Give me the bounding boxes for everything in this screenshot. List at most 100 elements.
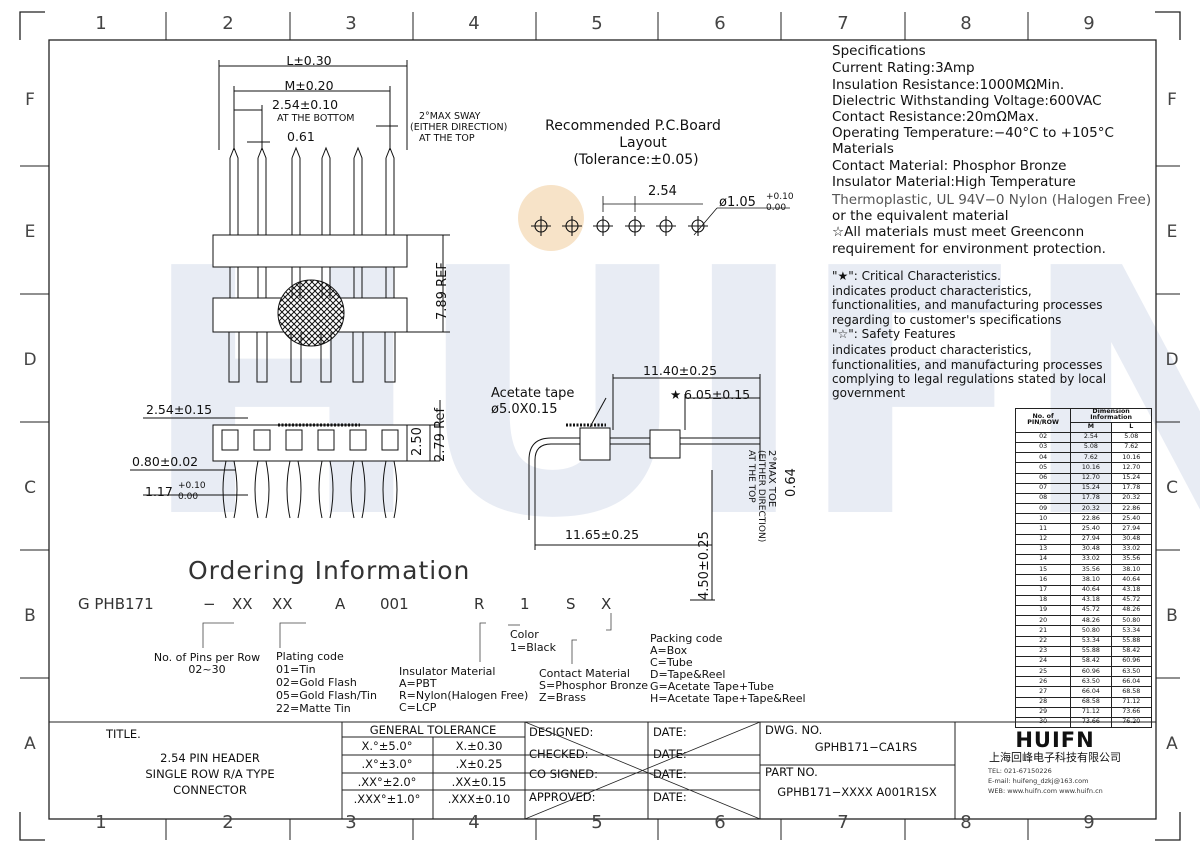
table-cell: 50.80	[1070, 625, 1112, 637]
color-note: 1=Black	[510, 641, 556, 654]
table-cell: 45.72	[1110, 594, 1153, 606]
table-cell: 03	[1014, 441, 1072, 454]
acetate-label: Acetate tape	[491, 386, 575, 401]
table-cell: 10	[1014, 513, 1072, 525]
ordering-code-part: 1	[520, 595, 530, 613]
spec-line: ☆All materials must meet Greenconn	[832, 224, 1085, 240]
ordering-code-part: XX	[272, 595, 293, 613]
packing-note: D=Tape&Reel	[650, 668, 726, 681]
table-cell: 16	[1014, 574, 1072, 586]
table-cell: 09	[1014, 503, 1072, 515]
grid-col-label: 4	[468, 13, 480, 34]
pcb-heading-2: Layout	[619, 135, 667, 151]
dim-len3: 11.65±0.25	[565, 527, 640, 542]
table-cell: 26	[1014, 676, 1072, 688]
table-cell: 15.24	[1070, 482, 1112, 494]
dim-height: 4.50±0.25	[697, 531, 712, 600]
grid-col-label: 7	[837, 812, 849, 833]
table-cell: 68.58	[1070, 696, 1112, 708]
grid-row-label: D	[23, 350, 37, 370]
dwg-number: GPHB171−CA1RS	[814, 740, 918, 754]
table-cell: 76.20	[1110, 717, 1153, 729]
grid-row-label: F	[25, 90, 35, 110]
company-logo: HUIFN	[1015, 728, 1095, 752]
side-pin-head	[381, 429, 399, 451]
spec-line: Materials	[832, 141, 894, 157]
part-label: PART NO.	[765, 765, 818, 779]
table-cell: 02	[1014, 431, 1072, 443]
table-cell: 35.56	[1070, 564, 1112, 576]
insulator-note: A=PBT	[399, 677, 437, 690]
critical-line: "☆": Safety Features	[832, 327, 956, 341]
front-pin-mid	[385, 267, 395, 298]
front-pin-top	[321, 146, 331, 235]
grid-col-label: 3	[345, 13, 357, 34]
dim-tail: 1.17	[145, 484, 173, 499]
table-cell: 55.88	[1070, 645, 1112, 657]
spec-line: or the equivalent material	[832, 208, 1009, 224]
table-cell: 53.34	[1110, 625, 1153, 637]
grid-col-label: 7	[837, 13, 849, 34]
dim-pitch-side: 2.54±0.15	[146, 402, 213, 417]
table-cell: 66.04	[1110, 676, 1153, 688]
grid-col-label: 3	[345, 812, 357, 833]
table-cell: 05	[1014, 462, 1072, 474]
critical-line: functionalities, and manufacturing proce…	[832, 358, 1103, 372]
tolerance-angle: .X°±3.0°	[361, 757, 413, 771]
ordering-code-part: −	[203, 595, 216, 613]
packing-note: H=Acetate Tape+Tape&Reel	[650, 692, 806, 705]
side-pin-head	[349, 429, 367, 451]
grid-col-label: 9	[1083, 812, 1095, 833]
dim-len1: 11.40±0.25	[643, 363, 718, 378]
toe-note-1: 2°MAX TOE	[766, 450, 777, 508]
dim-h1: 2.50	[410, 427, 425, 456]
company-email: E-mail: huifeng_dzkj@163.com	[988, 777, 1089, 785]
grid-row-label: F	[1167, 90, 1177, 110]
grid-row-label: C	[1166, 478, 1178, 498]
spec-line: Current Rating:3Amp	[832, 60, 975, 76]
table-cell: 40.64	[1110, 574, 1153, 586]
table-cell: 07	[1014, 482, 1072, 494]
pcb-hole-dim: ø1.05	[719, 195, 756, 210]
table-cell: 71.12	[1110, 696, 1153, 708]
table-cell: 5.08	[1070, 441, 1112, 454]
packing-note: Packing code	[650, 632, 723, 645]
dim-thickness: 0.64	[784, 468, 799, 497]
side-pin-tail	[382, 460, 398, 519]
spec-line: Specifications	[832, 43, 926, 59]
dim-pin-thickness: 0.80±0.02	[132, 454, 199, 469]
ordering-leader	[571, 639, 577, 664]
pcb-hole-tol-plus: +0.10	[766, 192, 794, 202]
packing-note: C=Tube	[650, 656, 693, 669]
table-cell: 27	[1014, 686, 1072, 698]
table-cell: 25.40	[1070, 523, 1112, 535]
table-cell: 40.64	[1070, 584, 1112, 596]
table-cell: 71.12	[1070, 706, 1112, 719]
critical-line: "★": Critical Characteristics.	[832, 269, 1001, 283]
table-cell: 12.70	[1110, 462, 1153, 474]
grid-row-label: B	[1166, 606, 1178, 626]
table-cell: 73.66	[1110, 706, 1153, 719]
table-cell: 18	[1014, 594, 1072, 606]
front-pin-tail	[290, 332, 302, 383]
table-cell: 33.02	[1110, 543, 1153, 556]
pcb-heading-1: Recommended P.C.Board	[545, 118, 721, 134]
table-cell: 21	[1014, 625, 1072, 637]
table-cell: 48.26	[1070, 615, 1112, 627]
grid-col-label: 5	[591, 13, 603, 34]
sign-label: DESIGNED:	[529, 725, 594, 739]
plating-note: 22=Matte Tin	[276, 702, 351, 715]
grid-col-label: 1	[95, 13, 107, 34]
color-note: Color	[510, 628, 539, 641]
table-cell: 20	[1014, 615, 1072, 627]
